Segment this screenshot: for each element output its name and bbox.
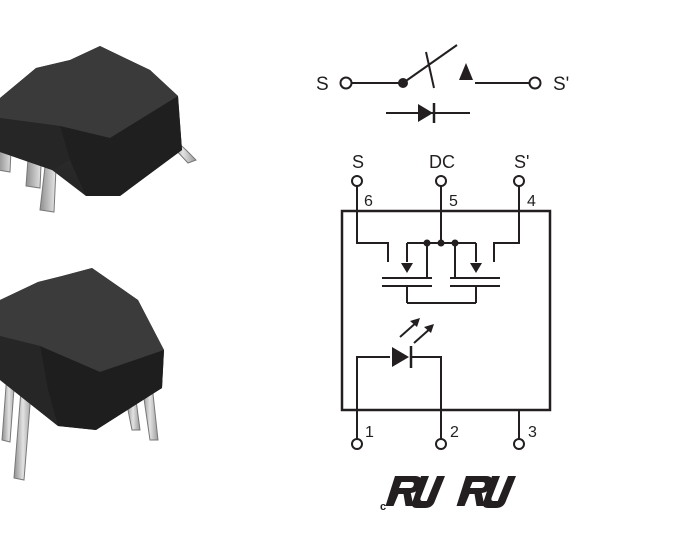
common-node-center — [437, 239, 445, 247]
ur-recognized-logo — [456, 476, 516, 508]
switch-blade — [402, 44, 458, 84]
light-emission-arrows-icon — [399, 318, 434, 344]
pin3-number: 3 — [528, 424, 537, 441]
pin5-terminal — [435, 175, 447, 187]
switch-symbol: S S' — [316, 44, 569, 123]
switch-right-terminal-label: S' — [553, 74, 569, 95]
switch-left-terminal — [339, 76, 353, 90]
smd-package-image — [0, 46, 197, 213]
switch-right-terminal — [528, 76, 542, 90]
pin5-name-label: DC — [429, 152, 455, 172]
pin1-number: 1 — [365, 424, 374, 441]
package-outline — [340, 209, 552, 412]
mosfet-relay-schematic: S DC S' 6 5 4 — [340, 152, 552, 450]
pin6-terminal — [351, 175, 363, 187]
pin6-name-label: S — [352, 152, 364, 172]
switch-diode-icon — [418, 104, 433, 122]
dip-package-image — [0, 268, 164, 481]
pin3-terminal — [513, 438, 525, 450]
pin1-terminal — [351, 438, 363, 450]
pin6-number: 6 — [364, 193, 373, 210]
cul-prefix-c: c — [380, 501, 386, 513]
pin4-number: 4 — [527, 193, 536, 210]
mosfet-1-icon — [382, 243, 432, 303]
pin2-terminal — [435, 438, 447, 450]
pin4-name-label: S' — [514, 152, 529, 172]
mosfet-2-icon — [450, 243, 500, 303]
pin4-terminal — [513, 175, 525, 187]
switch-contact-arrow — [459, 63, 473, 80]
pin2-number: 2 — [450, 424, 459, 441]
switch-left-terminal-label: S — [316, 74, 329, 95]
pin5-number: 5 — [449, 193, 458, 210]
led-icon — [356, 346, 442, 410]
cul-recognized-logo — [385, 476, 445, 508]
certification-marks: c — [380, 476, 516, 513]
